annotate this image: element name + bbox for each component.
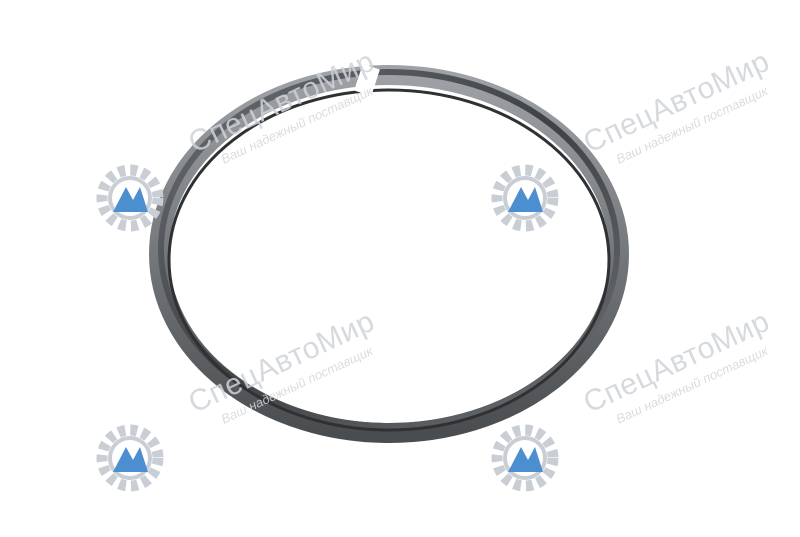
watermark-logo-icon — [96, 164, 164, 232]
watermark-logo-icon — [491, 424, 559, 492]
piston-ring — [149, 63, 629, 443]
watermark-logo-icon — [96, 424, 164, 492]
watermark-logo-icon — [491, 164, 559, 232]
